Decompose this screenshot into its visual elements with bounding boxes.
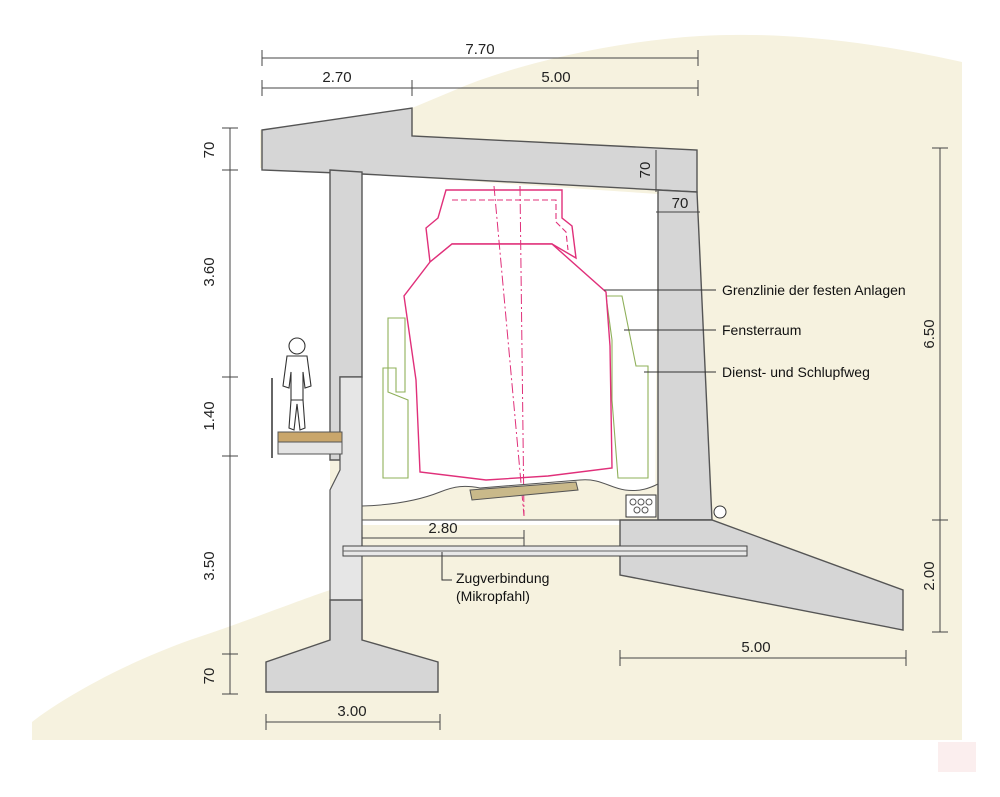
dim-left-roof: 70 bbox=[201, 142, 218, 159]
platform-beam bbox=[277, 441, 343, 455]
label-zugverbindung-2: (Mikropfahl) bbox=[456, 588, 530, 604]
sky-area bbox=[32, 32, 962, 722]
clearance-gauge-dashed bbox=[452, 199, 569, 251]
label-fensterraum: Fensterraum bbox=[722, 322, 801, 338]
track-bed bbox=[361, 479, 659, 521]
track-axis bbox=[519, 185, 525, 517]
dim-top-total: 7.70 bbox=[465, 41, 494, 58]
dim-inner-span: 2.80 bbox=[428, 520, 457, 537]
dim-bottom-left: 3.00 bbox=[337, 703, 366, 720]
dim-left-wall-lower: 3.50 bbox=[201, 551, 218, 580]
clearance-gauge-body bbox=[403, 243, 613, 481]
sleeper bbox=[469, 481, 579, 501]
vehicle-axis bbox=[493, 185, 525, 517]
label-dienstweg: Dienst- und Schlupfweg bbox=[722, 364, 870, 380]
window-space-left bbox=[382, 317, 409, 479]
dim-left-footing: 70 bbox=[201, 668, 218, 685]
dim-left-wall-mid: 1.40 bbox=[201, 401, 218, 430]
left-footing bbox=[265, 599, 439, 693]
dim-top-left: 2.70 bbox=[322, 69, 351, 86]
dim-right-wall-thickness: 70 bbox=[672, 195, 689, 212]
label-grenzlinie: Grenzlinie der festen Anlagen bbox=[722, 282, 906, 298]
drainage-pipe bbox=[713, 505, 727, 519]
label-zugverbindung-1: Zugverbindung bbox=[456, 570, 549, 586]
window-space-right bbox=[605, 295, 649, 479]
corner-patch bbox=[938, 742, 976, 772]
person-figure-icon bbox=[282, 337, 312, 431]
service-platform bbox=[277, 431, 343, 443]
roof-slab bbox=[261, 107, 698, 193]
dim-right-base: 2.00 bbox=[921, 561, 938, 590]
dim-bottom-right: 5.00 bbox=[741, 639, 770, 656]
dim-left-wall-upper: 3.60 bbox=[201, 257, 218, 286]
dim-right-roof: 70 bbox=[637, 162, 654, 179]
leader-zugverbindung bbox=[441, 552, 452, 581]
cable-bundle-icon bbox=[625, 494, 657, 518]
dim-top-right: 5.00 bbox=[541, 69, 570, 86]
dim-right-total-height: 6.50 bbox=[921, 319, 938, 348]
